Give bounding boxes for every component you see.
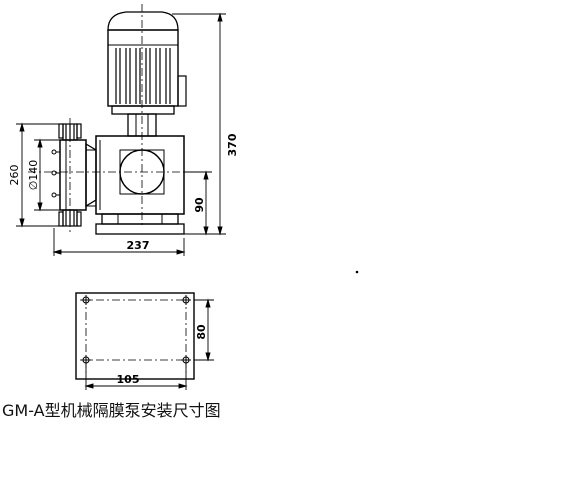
center-lines (28, 4, 184, 232)
dim-140-label: ∅140 (27, 160, 40, 191)
flange-bolts (51, 149, 60, 198)
pump-head (51, 123, 97, 227)
dim-260-label: 260 (8, 165, 21, 186)
gearbox-housing (95, 135, 185, 235)
motor (107, 11, 187, 137)
base-plate-outline (75, 292, 195, 380)
diaphragm-chamber (59, 139, 87, 211)
pump-base-block (101, 213, 179, 225)
motor-terminal-box (177, 75, 187, 107)
motor-fan-cover (107, 11, 179, 31)
dim-90-label: 90 (193, 197, 206, 213)
dim-237-label: 237 (127, 239, 150, 252)
dim-105-label: 105 (117, 373, 140, 386)
base-plan-view (75, 292, 214, 390)
drawing-caption: GM-A型机械隔膜泵安装尺寸图 (2, 401, 221, 420)
mounting-holes (81, 295, 191, 365)
pump-base-plate (95, 223, 185, 235)
dim-80-label: 80 (195, 324, 208, 340)
stray-dot (355, 270, 359, 274)
dimension-lines (16, 12, 226, 256)
motor-flange (111, 105, 175, 115)
motor-body (107, 29, 179, 107)
motor-cooling-fins (115, 48, 171, 104)
dim-370-label: 370 (226, 133, 239, 156)
